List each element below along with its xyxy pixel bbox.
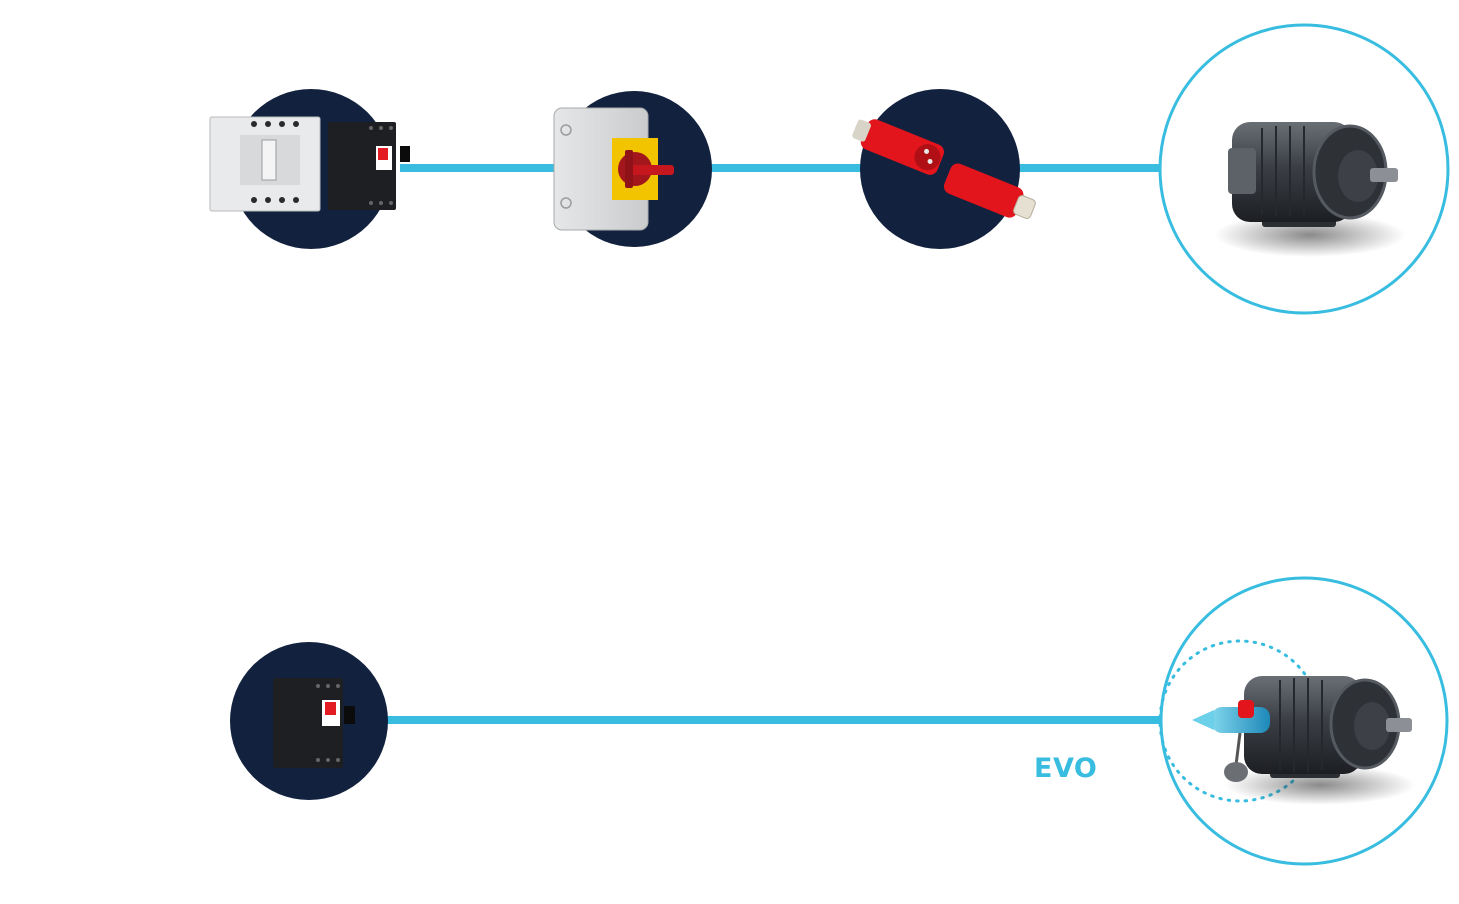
circuit-breaker-pair-icon: [209, 116, 410, 212]
electric-motor-icon: [1215, 122, 1405, 257]
motor-node: [1158, 23, 1450, 315]
evo-row: EVO: [230, 576, 1449, 866]
circuit-breaker-icon: [273, 678, 355, 768]
isolator-switch-icon: [553, 107, 674, 231]
breaker-node: [209, 89, 410, 249]
evo-motor-node: [1158, 576, 1449, 866]
isolator-node: [553, 91, 712, 247]
breaker-node: [230, 642, 388, 800]
conventional-row: [209, 23, 1450, 315]
electric-motor-with-evo-connector-icon: [1192, 676, 1415, 805]
plug-node: [852, 89, 1036, 249]
industrial-plug-socket-icon: [852, 119, 1036, 219]
evo-label: EVO: [1034, 753, 1097, 784]
